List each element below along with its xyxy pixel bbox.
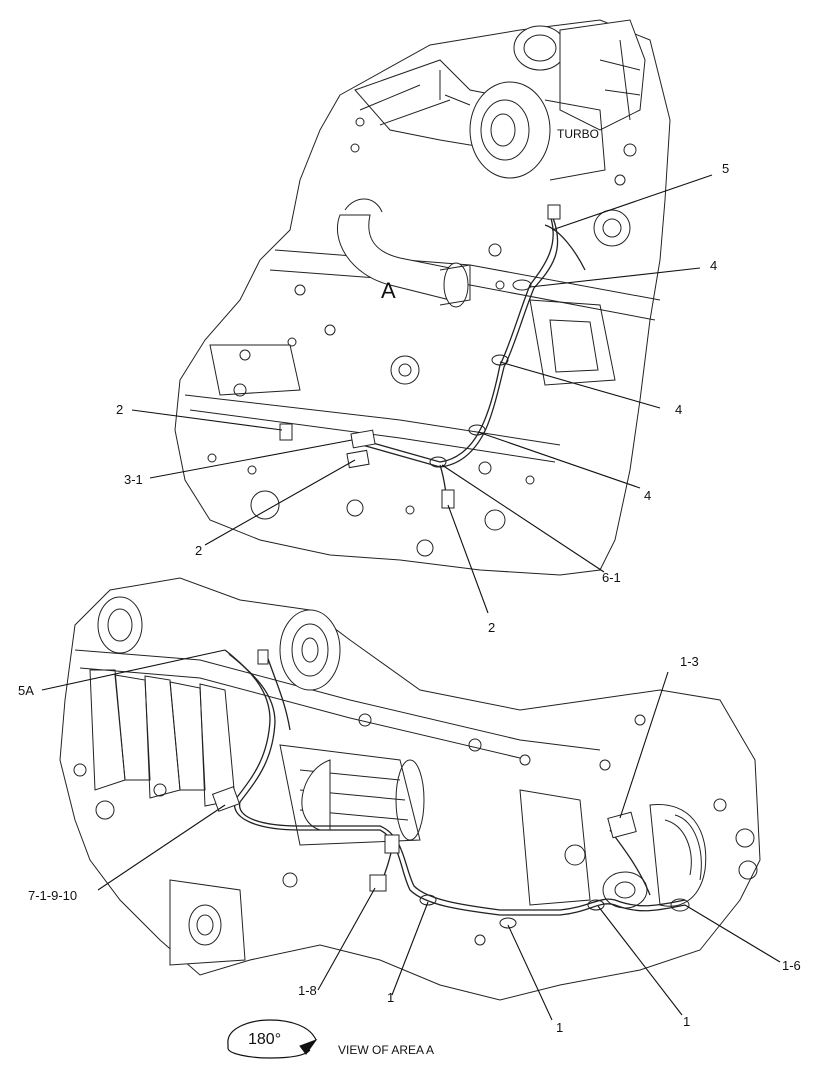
intake-elbow bbox=[336, 198, 471, 308]
block-rail-lower bbox=[184, 394, 561, 463]
callout-1: 1 bbox=[683, 1014, 690, 1029]
connector bbox=[350, 429, 376, 449]
callout-4: 4 bbox=[710, 258, 717, 273]
callout-5A: 5A bbox=[18, 683, 34, 698]
connector bbox=[384, 834, 400, 854]
callout-1: 1 bbox=[556, 1020, 563, 1035]
front-pulley bbox=[97, 596, 341, 691]
sensor bbox=[547, 204, 561, 220]
callout-4: 4 bbox=[644, 488, 651, 503]
area-letter: A bbox=[381, 278, 396, 303]
callout-1-6: 1-6 bbox=[782, 958, 801, 973]
harness-clip bbox=[670, 898, 690, 912]
harness-clip bbox=[512, 279, 532, 291]
starter-motor bbox=[279, 744, 425, 846]
callout-2: 2 bbox=[195, 543, 202, 558]
sensor bbox=[257, 649, 269, 665]
callout-1: 1 bbox=[387, 990, 394, 1005]
connector bbox=[346, 449, 370, 469]
view-caption: VIEW OF AREA A bbox=[338, 1043, 434, 1057]
connector bbox=[211, 786, 241, 812]
callout-7-1-9-10: 7-1-9-10 bbox=[28, 888, 77, 903]
callout-4: 4 bbox=[675, 402, 682, 417]
upper-harness-sheath bbox=[354, 217, 559, 468]
turbocharger bbox=[469, 19, 646, 186]
crank-webs bbox=[89, 669, 236, 807]
rotation-arrow-icon bbox=[227, 1019, 318, 1059]
lower-mount-flange bbox=[169, 879, 246, 966]
cover-ribs bbox=[359, 70, 471, 126]
harness-clip bbox=[491, 354, 509, 366]
turbo-label: TURBO bbox=[557, 127, 599, 141]
lower-area-view: 5A 1-3 7-1-9-10 1-6 1-8 1 1 1 180° VIEW … bbox=[18, 577, 801, 1059]
callout-5: 5 bbox=[722, 161, 729, 176]
sensor bbox=[441, 489, 455, 509]
rotation-label: 180° bbox=[248, 1031, 281, 1048]
connector bbox=[607, 811, 637, 839]
callout-2: 2 bbox=[488, 620, 495, 635]
callout-2: 2 bbox=[116, 402, 123, 417]
upper-engine-view: TURBO A 5 4 4 4 2 3-1 2 6-1 2 bbox=[116, 19, 729, 635]
harness-clip bbox=[587, 899, 605, 911]
lower-leader-lines bbox=[41, 649, 781, 1021]
callout-3-1: 3-1 bbox=[124, 472, 143, 487]
lower-rail bbox=[74, 649, 601, 759]
harness-clip bbox=[468, 424, 486, 436]
callout-6-1: 6-1 bbox=[602, 570, 621, 585]
harness-clip bbox=[429, 456, 447, 468]
engine-block-outline bbox=[174, 19, 671, 576]
upper-harness-turbo-branch bbox=[544, 224, 586, 271]
connector bbox=[369, 874, 387, 892]
side-panel bbox=[209, 344, 301, 396]
exhaust-flange bbox=[519, 789, 707, 909]
upper-leader-lines bbox=[131, 174, 713, 614]
callout-1-8: 1-8 bbox=[298, 983, 317, 998]
sensor bbox=[279, 423, 293, 441]
harness-clip bbox=[419, 894, 437, 906]
harness-clip bbox=[499, 917, 517, 929]
crank-panel bbox=[529, 299, 616, 386]
lower-block-outline bbox=[59, 577, 761, 1001]
callout-1-3: 1-3 bbox=[680, 654, 699, 669]
lower-bolts bbox=[73, 713, 758, 946]
block-bolts bbox=[207, 117, 631, 557]
